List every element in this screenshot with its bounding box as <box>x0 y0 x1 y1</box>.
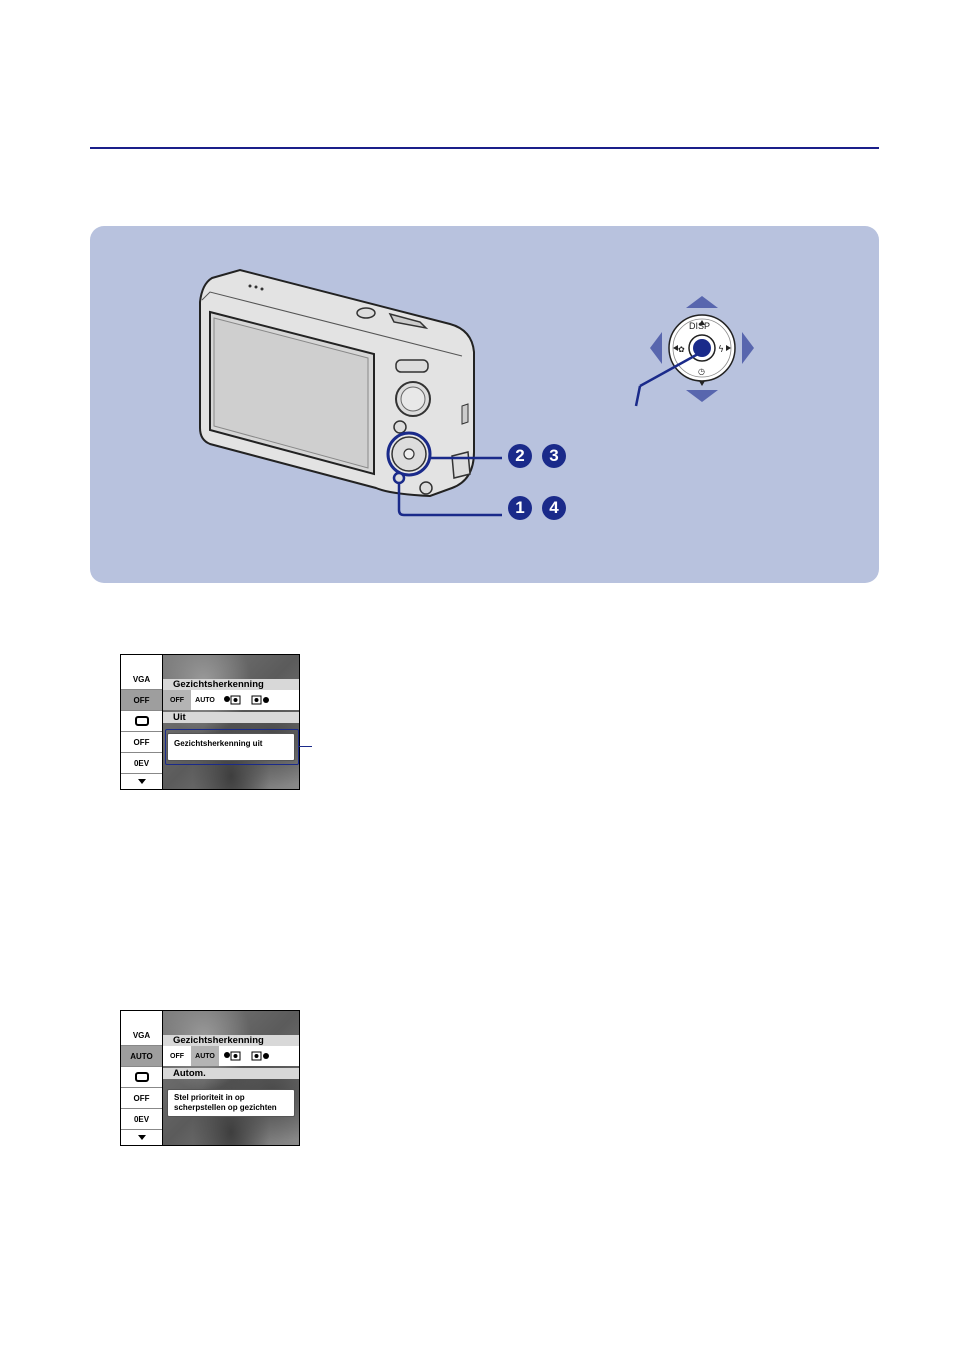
description-line-1: Stel prioriteit in op <box>174 1093 288 1103</box>
option-child-priority[interactable] <box>219 690 247 710</box>
option-child-priority[interactable] <box>219 1046 247 1066</box>
rec-mode-icon <box>135 716 149 726</box>
option-adult-priority[interactable] <box>247 1046 275 1066</box>
option-auto[interactable]: AUTO <box>191 690 219 710</box>
ev-item[interactable]: 0EV <box>121 1109 162 1130</box>
image-size-icon: VGA <box>133 1031 150 1040</box>
child-priority-icon <box>223 1051 243 1061</box>
ev-label: 0EV <box>134 1115 149 1124</box>
child-priority-icon <box>223 695 243 705</box>
rec-mode-item[interactable] <box>121 1067 162 1088</box>
face-detection-item[interactable]: OFF <box>121 690 162 711</box>
ev-item[interactable]: 0EV <box>121 753 162 774</box>
selected-value: Uit <box>163 712 299 723</box>
setting-title: Gezichtsherkenning <box>163 679 299 690</box>
face-auto-icon: AUTO <box>195 1053 215 1060</box>
adult-priority-icon <box>251 1051 271 1061</box>
ev-label: 0EV <box>134 759 149 768</box>
option-row: OFF AUTO <box>163 1046 299 1066</box>
side-menu: VGA AUTO OFF 0EV <box>121 1011 163 1145</box>
option-row: OFF AUTO <box>163 690 299 710</box>
iso-item[interactable]: OFF <box>121 732 162 753</box>
scroll-down-item[interactable] <box>121 774 162 788</box>
camera-illustration: ✿ ϟ ◷ <box>90 226 879 583</box>
step-number-2: 2 <box>508 444 532 468</box>
description-box: Stel prioriteit in op scherpstellen op g… <box>167 1089 295 1117</box>
svg-text:◷: ◷ <box>698 367 705 376</box>
side-menu: VGA OFF OFF 0EV <box>121 655 163 789</box>
svg-text:✿: ✿ <box>678 345 685 354</box>
iso-icon: OFF <box>134 738 150 747</box>
iso-item[interactable]: OFF <box>121 1088 162 1109</box>
description-line-2: scherpstellen op gezichten <box>174 1103 288 1113</box>
menu-screen-auto: VGA AUTO OFF 0EV Gezichtsherkenning OFF … <box>120 1010 300 1146</box>
description-callout-line <box>298 746 312 747</box>
step-number-4: 4 <box>542 496 566 520</box>
scroll-down-item[interactable] <box>121 1130 162 1144</box>
illustration-panel: ✿ ϟ ◷ DISP 2 3 1 4 <box>90 226 879 583</box>
rec-mode-item[interactable] <box>121 711 162 732</box>
iso-icon: OFF <box>134 1094 150 1103</box>
description-highlight <box>165 729 299 765</box>
disp-label: DISP <box>689 321 710 331</box>
chevron-down-icon <box>138 1135 146 1140</box>
image-size-item[interactable]: VGA <box>121 1025 162 1046</box>
selected-value: Autom. <box>163 1068 299 1079</box>
face-detection-item[interactable]: AUTO <box>121 1046 162 1067</box>
option-off[interactable]: OFF <box>163 690 191 710</box>
top-rule <box>90 147 879 149</box>
face-off-icon: OFF <box>170 1053 184 1060</box>
svg-text:ϟ: ϟ <box>718 345 724 355</box>
rec-mode-icon <box>135 1072 149 1082</box>
setting-title: Gezichtsherkenning <box>163 1035 299 1046</box>
menu-screen-off: VGA OFF OFF 0EV Gezichtsherkenning OFF A… <box>120 654 300 790</box>
face-detection-auto-icon: AUTO <box>130 1052 153 1061</box>
step-number-1: 1 <box>508 496 532 520</box>
option-auto[interactable]: AUTO <box>191 1046 219 1066</box>
face-auto-icon: AUTO <box>195 697 215 704</box>
adult-priority-icon <box>251 695 271 705</box>
image-size-icon: VGA <box>133 675 150 684</box>
option-off[interactable]: OFF <box>163 1046 191 1066</box>
option-adult-priority[interactable] <box>247 690 275 710</box>
step-number-3: 3 <box>542 444 566 468</box>
chevron-down-icon <box>138 779 146 784</box>
face-detection-off-icon: OFF <box>134 696 150 705</box>
image-size-item[interactable]: VGA <box>121 669 162 690</box>
face-off-icon: OFF <box>170 697 184 704</box>
